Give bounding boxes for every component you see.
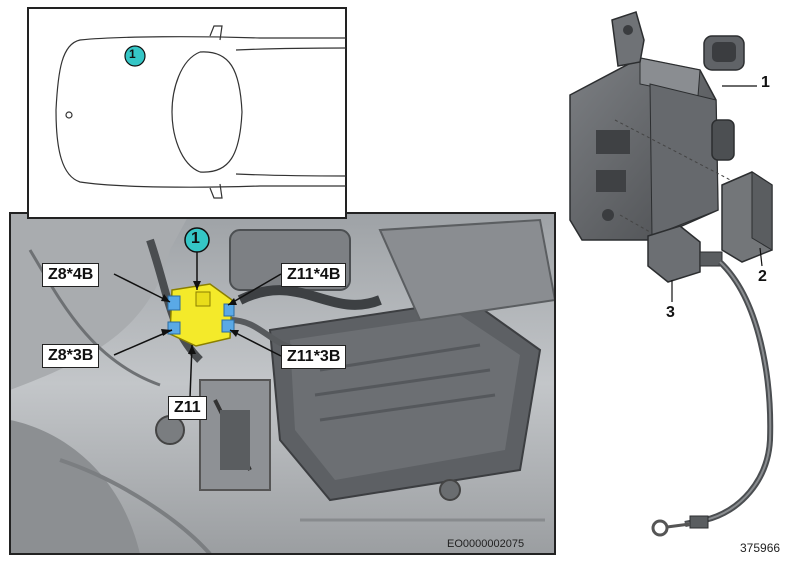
photo-marker bbox=[184, 227, 210, 253]
label-z11-3b: Z11*3B bbox=[281, 345, 347, 369]
part-number-2: 2 bbox=[758, 268, 767, 285]
label-z8-4b: Z8*4B bbox=[42, 263, 100, 287]
vehicle-inset bbox=[27, 7, 347, 219]
label-z11: Z11 bbox=[168, 396, 207, 420]
fuse-box-highlight bbox=[167, 283, 235, 347]
part-drawing bbox=[569, 11, 774, 537]
part-number-3: 3 bbox=[666, 304, 675, 321]
arrowheads bbox=[161, 281, 239, 354]
diagram-reference-number: 375966 bbox=[740, 541, 781, 555]
photo-marker-label: 1 bbox=[191, 230, 200, 247]
part-number-1: 1 bbox=[761, 74, 770, 91]
label-z8-3b: Z8*3B bbox=[42, 344, 100, 368]
photo-code: EO0000002075 bbox=[447, 538, 525, 550]
label-z11-4b: Z11*4B bbox=[281, 263, 347, 287]
inset-marker-label: 1 bbox=[129, 47, 136, 61]
